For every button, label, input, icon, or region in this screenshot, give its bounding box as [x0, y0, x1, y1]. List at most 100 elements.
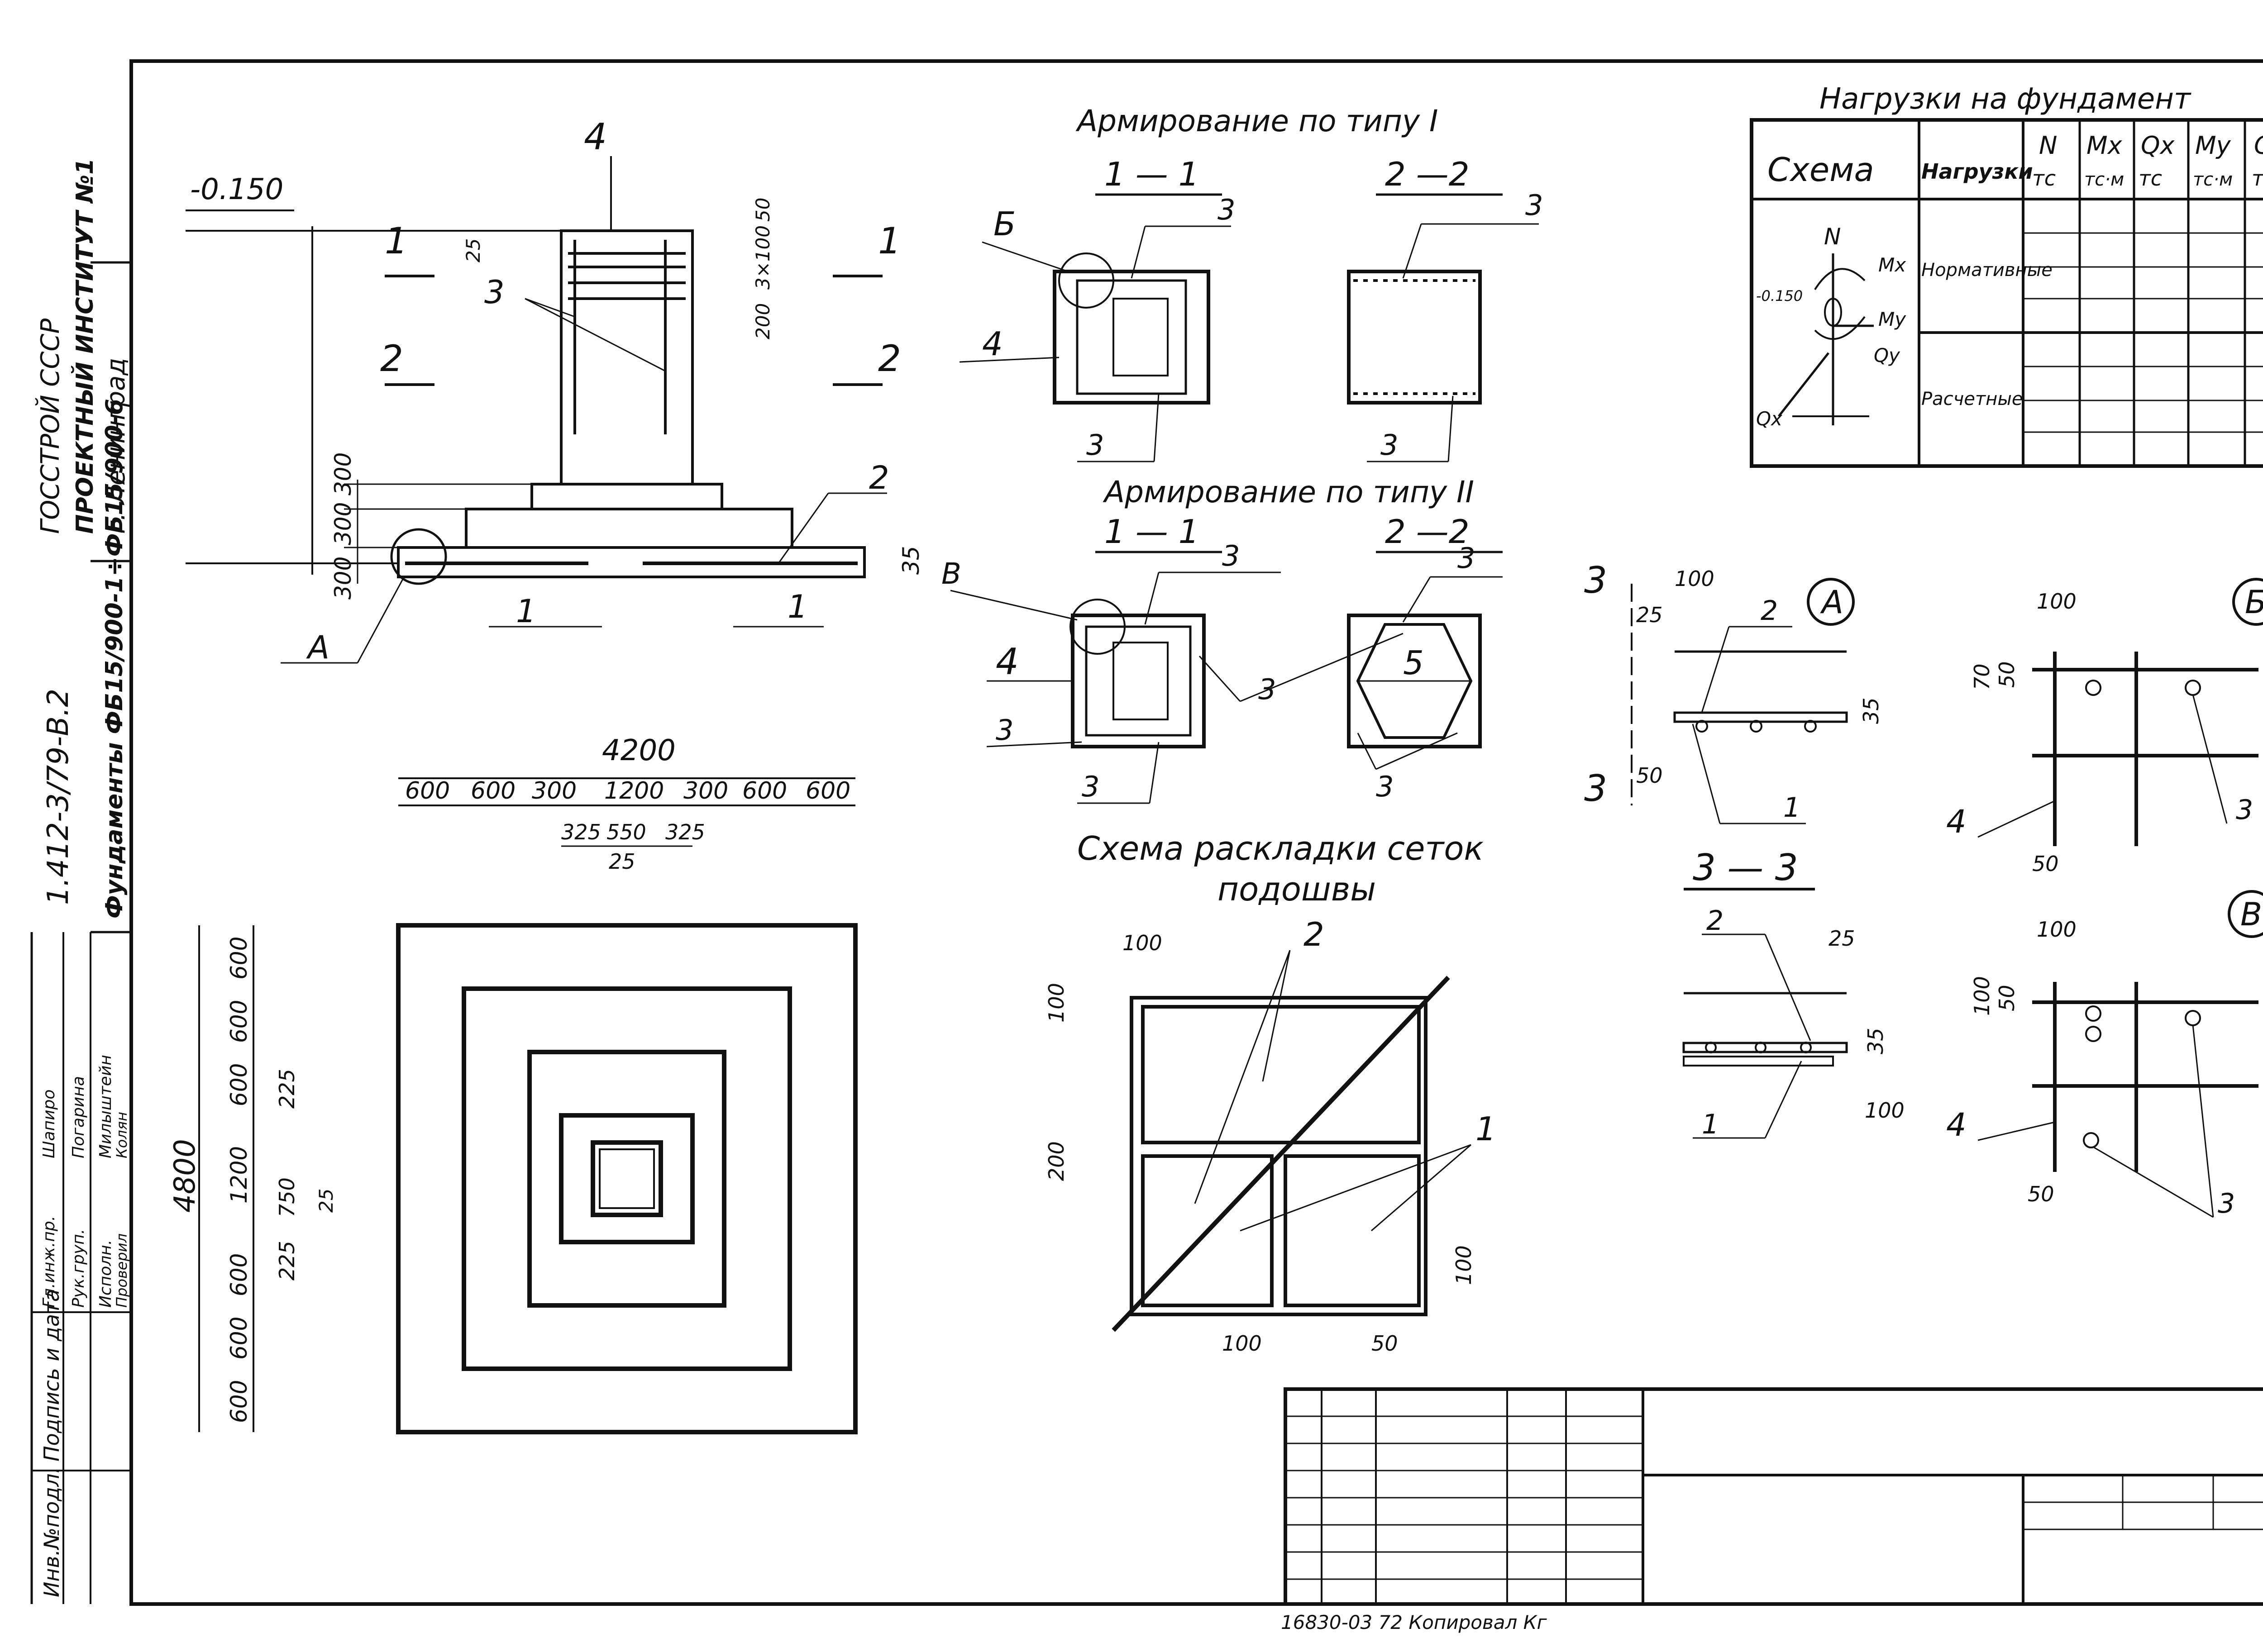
plan-w-1: 600 — [405, 777, 450, 805]
plan-small-25: 25 — [315, 1189, 337, 1213]
armature-type-2: Армирование по типу II 1 — 1 2 —2 В 3 4 … — [941, 475, 1503, 804]
stamp-name-4: Колян — [113, 1112, 130, 1158]
arm2-label-3b: 3 — [996, 714, 1013, 747]
mesh-dim-100-right: 100 — [1451, 1245, 1476, 1285]
plan-h-7: 600 — [226, 1380, 252, 1423]
detail-A-cut-top: 3 — [1584, 559, 1607, 601]
detail-B-4: 4 — [1946, 803, 1967, 840]
detail-B-3: 3 — [2236, 794, 2253, 826]
arm2-title: Армирование по типу II — [1103, 475, 1474, 509]
dim-50: 50 — [752, 198, 774, 222]
mesh-label-1: 1 — [1475, 1110, 1496, 1148]
detail-33-25: 25 — [1829, 926, 1855, 951]
stamp-role-2: Рук.груп. — [69, 1229, 88, 1308]
plan-inner-1: 325 — [561, 820, 601, 844]
stamp-name-3: Милыштейн — [96, 1055, 115, 1158]
mesh-dim-100-left: 100 — [1044, 983, 1069, 1023]
detail-V-mark: В — [2240, 896, 2262, 933]
plan-width-total: 4200 — [602, 734, 676, 767]
cut-1-left: 1 — [385, 220, 408, 262]
stamp-name-2: Погарина — [69, 1076, 88, 1158]
scheme-N: N — [1824, 224, 1841, 250]
title-block: 16830-03 72 Копировал Кг — [1281, 1387, 2263, 1633]
detail-33-100: 100 — [1865, 1098, 1905, 1123]
detail-33-1: 1 — [1702, 1109, 1719, 1140]
load-col-scheme: Схема — [1767, 151, 1874, 189]
leader-1a: 1 — [516, 593, 536, 630]
detail-A-100: 100 — [1675, 567, 1714, 591]
load-col-Mx: Mx — [2086, 131, 2123, 160]
mesh-dim-50: 50 — [1371, 1331, 1398, 1356]
load-col-Mx-unit: тс·м — [2084, 169, 2124, 190]
detail-B-50a: 50 — [1995, 661, 2019, 688]
leader-A: A — [306, 629, 329, 666]
arm1-label-B: Б — [993, 205, 1016, 243]
detail-V: В 100 100 50 4 3 50 — [1946, 890, 2263, 1219]
side-title: Фундаменты ФБ15/900-1÷ФБ15/900-6 — [101, 399, 128, 919]
scheme-Mx: Mx — [1878, 254, 1906, 276]
arm1-label-3a: 3 — [1217, 193, 1235, 226]
load-table-title: Нагрузки на фундамент — [1819, 82, 2191, 116]
detail-33-title: 3 — 3 — [1693, 847, 1798, 889]
mesh-label-2: 2 — [1303, 915, 1324, 953]
arm2-sec-b: 2 —2 — [1385, 513, 1470, 551]
cut-2-left: 2 — [380, 338, 403, 380]
detail-A-35: 35 — [1859, 697, 1883, 724]
load-table: Нагрузки на фундамент Схема Нагрузки N т… — [1750, 82, 2263, 468]
plan-w-6: 600 — [742, 777, 787, 805]
arm1-title: Армирование по типу I — [1075, 104, 1438, 138]
side-label-sign: Подпись и дата — [39, 1289, 64, 1462]
leader-1b: 1 — [788, 588, 808, 625]
detail-A-2: 2 — [1761, 595, 1778, 627]
load-col-My-unit: тс·м — [2193, 169, 2233, 190]
arm1-sec-b: 2 —2 — [1385, 155, 1470, 193]
detail-V-100b: 100 — [1970, 976, 1994, 1016]
detail-A-mark: A — [1820, 584, 1843, 621]
detail-A-1: 1 — [1783, 792, 1800, 824]
leader-3: 3 — [484, 274, 505, 311]
load-col-N: N — [2039, 131, 2057, 160]
detail-V-50b: 50 — [2028, 1182, 2054, 1206]
plan-height-total: 4800 — [168, 1139, 202, 1213]
armature-type-1: Армирование по типу I 1 — 1 2 —2 Б 3 4 3… — [959, 104, 1543, 462]
arm2-label-3e: 3 — [1457, 542, 1475, 575]
detail-B-50b: 50 — [2032, 852, 2059, 876]
plan-w-3: 300 — [532, 777, 577, 805]
leader-2: 2 — [869, 459, 889, 496]
detail-B-100: 100 — [2037, 589, 2077, 614]
dim-25: 25 — [462, 238, 484, 262]
load-col-Qy: Qy — [2254, 131, 2263, 160]
cut-2-right: 2 — [878, 338, 901, 380]
arm2-label-3f: 3 — [1376, 770, 1394, 803]
arm2-sec-a: 1 — 1 — [1104, 513, 1199, 551]
cut-1-right: 1 — [878, 220, 901, 262]
plan-w-4: 1200 — [604, 777, 664, 805]
mesh-scheme: Схема раскладки сеток подошвы 2 1 100 10… — [1044, 829, 1496, 1356]
arm1-label-3d: 3 — [1380, 428, 1398, 462]
detail-B-70: 70 — [1970, 663, 1994, 690]
dim-35: 35 — [898, 546, 924, 575]
arm1-label-4: 4 — [982, 325, 1003, 363]
mesh-dim-100-bottom: 100 — [1222, 1331, 1262, 1356]
load-row-design: Расчетные — [1921, 389, 2023, 409]
arm1-sec-a: 1 — 1 — [1104, 155, 1199, 193]
foundation-plan: 4200 600 600 300 1200 300 600 600 325 55… — [168, 734, 858, 1434]
scheme-My: My — [1878, 308, 1906, 330]
side-stamp: ГОССТРОЙ СССР ПРОЕКТНЫЙ ИНСТИТУТ №1 г. Л… — [30, 158, 131, 1604]
plan-h-4: 1200 — [226, 1146, 252, 1204]
load-col-loads: Нагрузки — [1921, 159, 2033, 184]
bottom-note: 16830-03 72 Копировал Кг — [1281, 1611, 1547, 1633]
arm2-label-3c: 3 — [1082, 770, 1099, 803]
detail-33-35: 35 — [1863, 1028, 1888, 1054]
plan-inner-2: 550 — [606, 820, 646, 844]
mesh-dim-200: 200 — [1044, 1141, 1069, 1181]
plan-inner-3: 325 — [665, 820, 705, 844]
detail-3-3: 3 — 3 2 25 35 1 100 — [1682, 847, 1905, 1140]
level-top: -0.150 — [190, 173, 283, 206]
sheet-frame: 71 — [129, 59, 2263, 1606]
detail-A-50: 50 — [1636, 763, 1663, 788]
side-org-2: ПРОЕКТНЫЙ ИНСТИТУТ №1 — [71, 158, 99, 534]
arm2-label-4: 4 — [996, 641, 1019, 683]
plan-w-5: 300 — [683, 777, 728, 805]
dim-300-b: 300 — [330, 502, 356, 545]
